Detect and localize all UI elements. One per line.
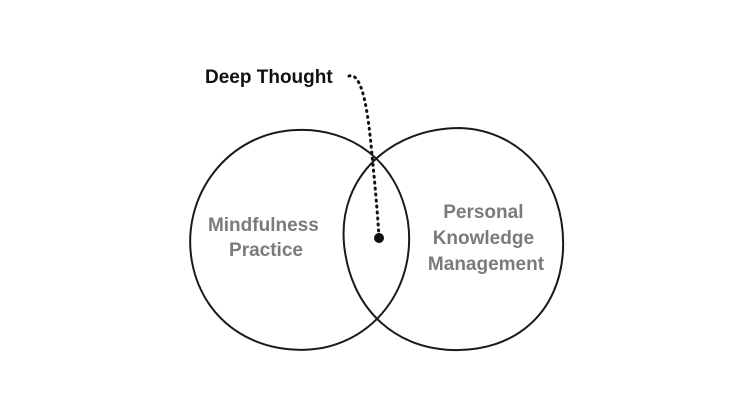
personal-knowledge-management-circle — [342, 126, 565, 352]
mindfulness-practice-label: Mindfulness Practice — [208, 215, 324, 261]
personal-knowledge-management-label: Personal Knowledge Management — [428, 202, 545, 275]
personal-knowledge-management-label-line2: Knowledge — [433, 228, 534, 249]
mindfulness-practice-circle — [189, 128, 411, 351]
personal-knowledge-management-label-line3: Management — [428, 254, 545, 275]
mindfulness-practice-label-line1: Mindfulness — [208, 215, 319, 236]
callout-leader-line — [347, 74, 381, 240]
mindfulness-practice-label-line2: Practice — [229, 240, 303, 261]
intersection-point — [374, 233, 384, 243]
personal-knowledge-management-label-line1: Personal — [443, 202, 523, 223]
deep-thought-label: Deep Thought — [205, 67, 333, 88]
